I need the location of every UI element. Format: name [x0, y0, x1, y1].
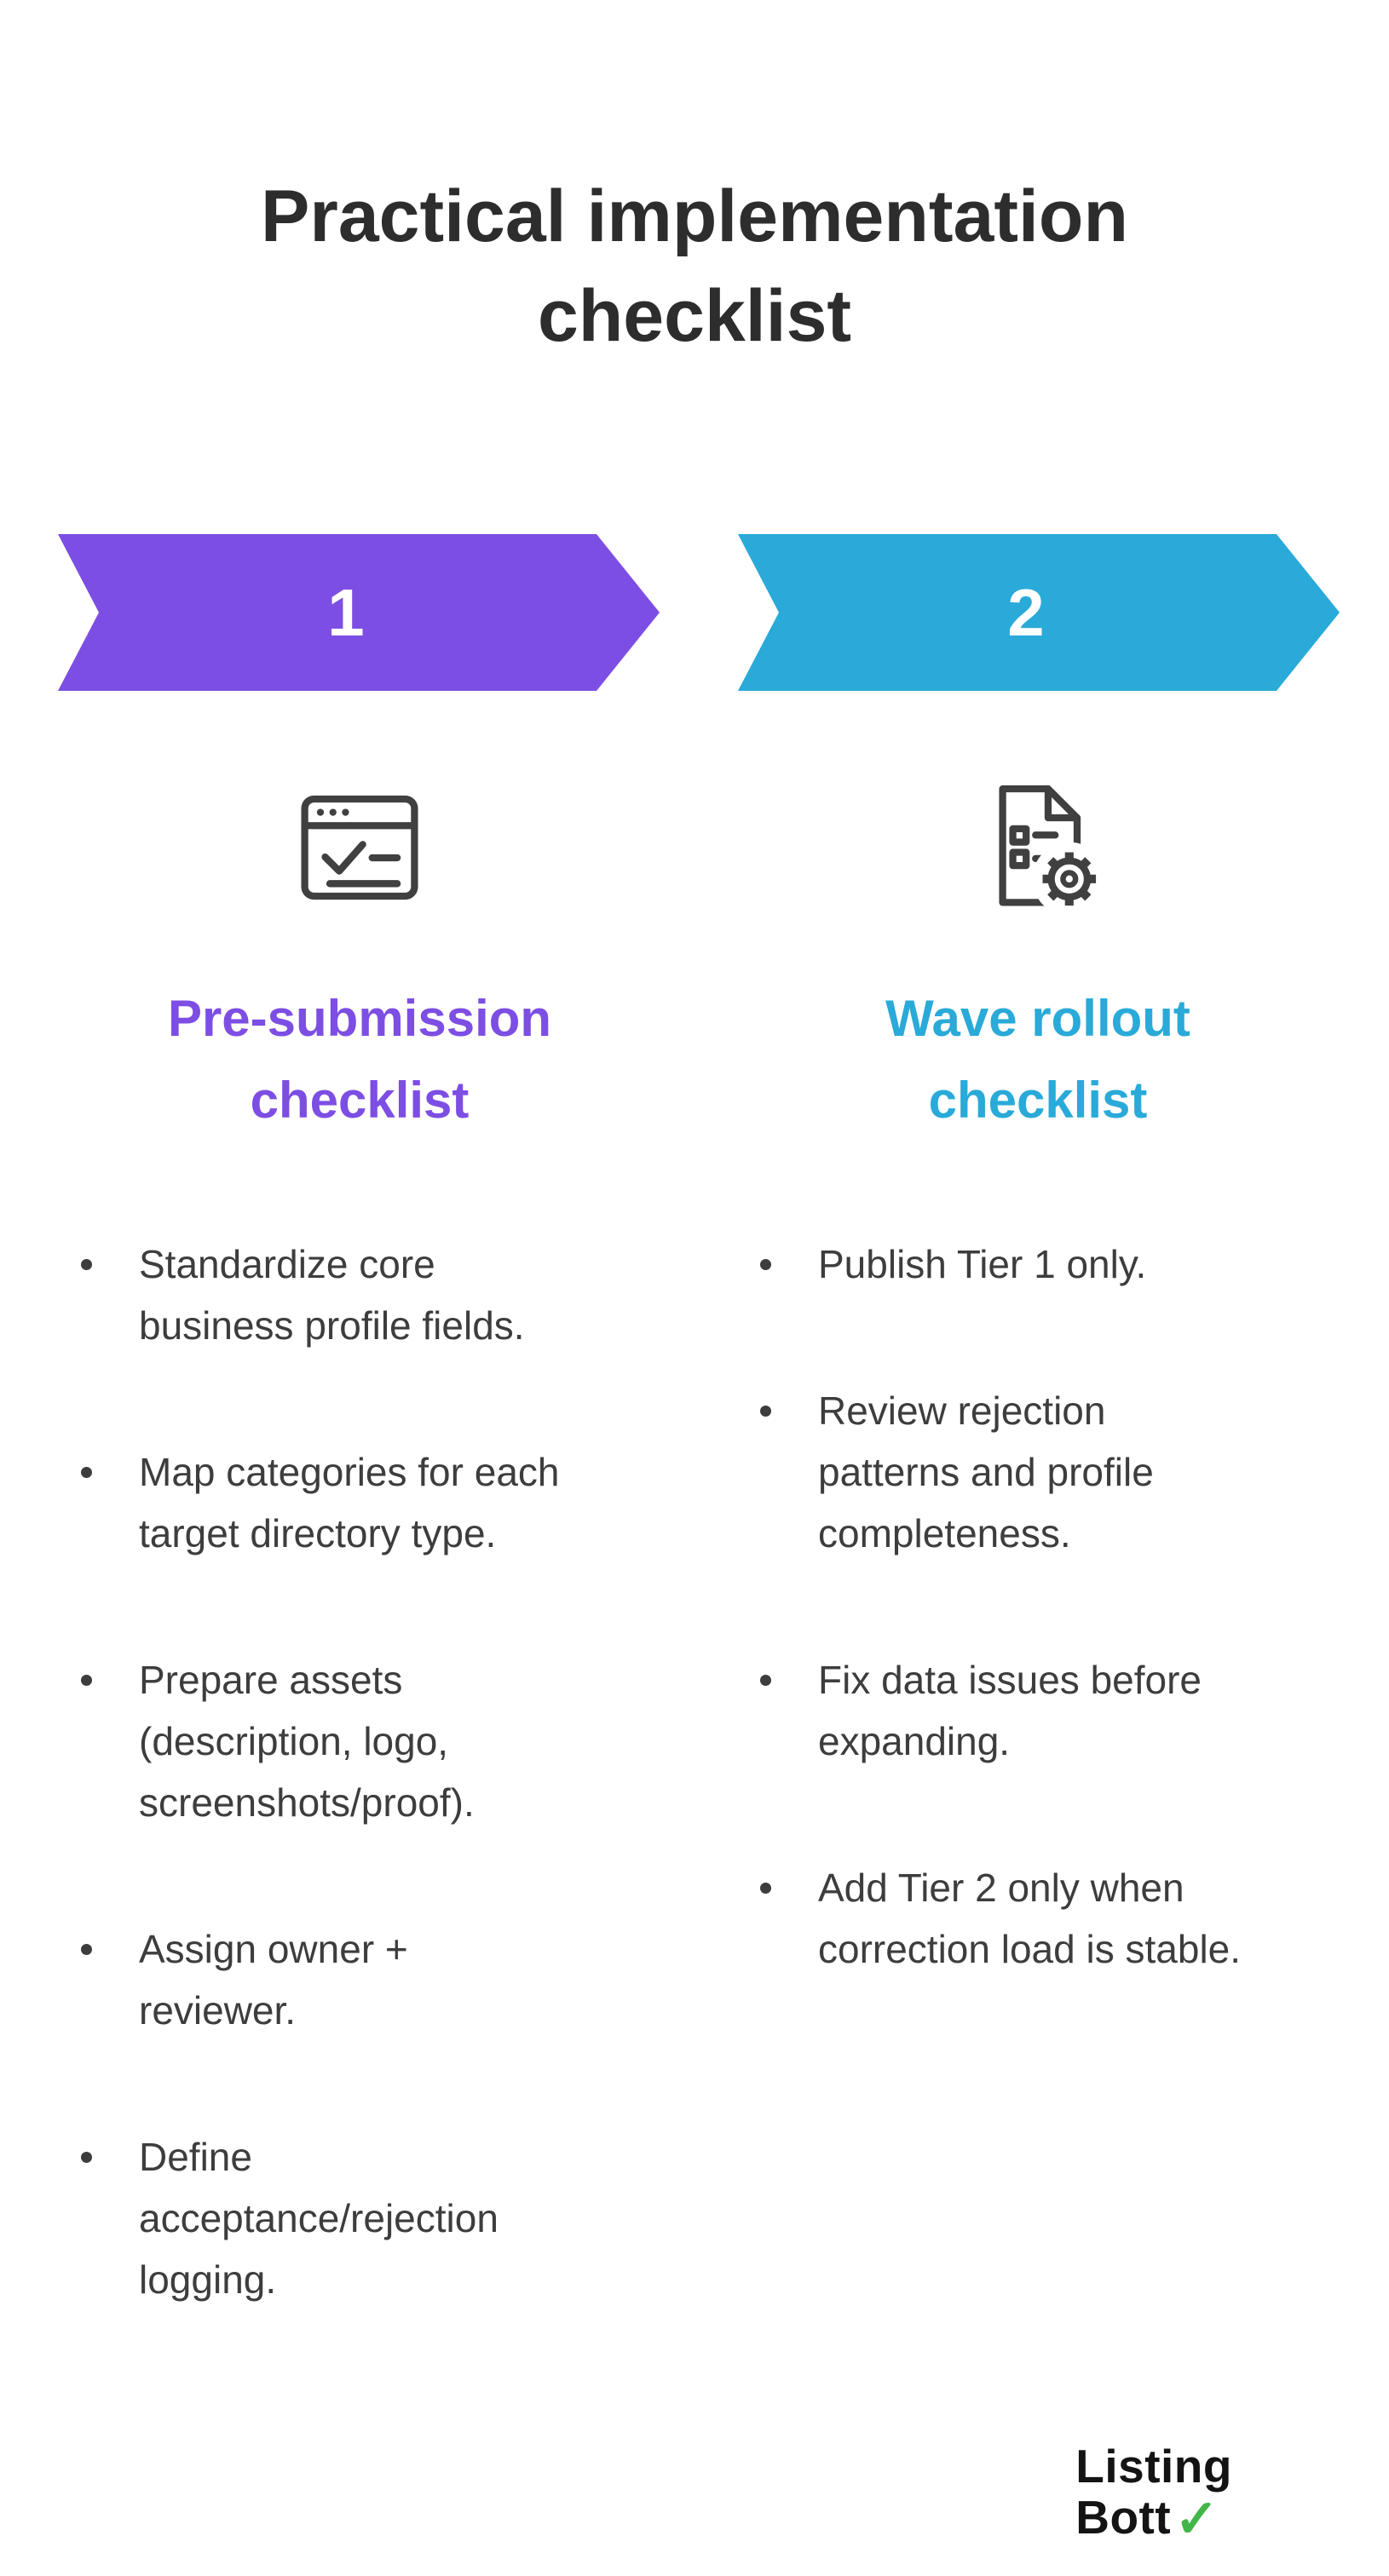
presubmission-list: Standardize core business profile fields…	[81, 1233, 562, 2395]
list-item: Assign owner + reviewer.	[81, 1918, 562, 2041]
bullet-dot	[760, 1675, 771, 1686]
list-item: Review rejection patterns and profile co…	[760, 1380, 1242, 1564]
browser-checklist-icon	[281, 769, 438, 926]
step-number-2: 2	[1007, 574, 1045, 650]
listingbott-logo: Listing Bott ✓	[1075, 2440, 1232, 2550]
list-item-text: Define acceptance/rejection logging.	[139, 2135, 499, 2302]
list-item: Standardize core business profile fields…	[81, 1233, 562, 1356]
list-item-text: Assign owner + reviewer.	[139, 1927, 408, 2033]
list-item: Define acceptance/rejection logging.	[81, 2126, 562, 2310]
wave-rollout-list: Publish Tier 1 only. Review rejection pa…	[760, 1233, 1242, 2065]
bullet-dot	[760, 1883, 771, 1894]
list-item: Prepare assets (description, logo, scree…	[81, 1649, 562, 1833]
document-gear-icon	[960, 769, 1116, 926]
bullet-dot	[81, 1675, 92, 1686]
step-number-1: 1	[327, 574, 365, 650]
column-heading-presubmission: Pre-submission checklist	[167, 990, 552, 1129]
logo-line1: Listing	[1075, 2440, 1232, 2493]
list-item: Map categories for each target directory…	[81, 1441, 562, 1564]
green-check-icon: ✓	[1174, 2490, 1219, 2550]
list-item-text: Prepare assets (description, logo, scree…	[139, 1658, 475, 1825]
list-item-text: Add Tier 2 only when correction load is …	[818, 1866, 1242, 1971]
list-item-text: Publish Tier 1 only.	[818, 1242, 1147, 1286]
bullet-dot	[81, 1944, 92, 1955]
list-item: Publish Tier 1 only.	[760, 1233, 1242, 1295]
column-heading-wave-rollout: Wave rollout checklist	[885, 990, 1190, 1129]
list-item-text: Review rejection patterns and profile co…	[818, 1389, 1154, 1555]
bullet-dot	[760, 1406, 771, 1417]
bullet-dot	[81, 2152, 92, 2163]
bullet-dot	[760, 1259, 771, 1270]
list-item-text: Standardize core business profile fields…	[139, 1242, 525, 1348]
page-title: Practical implementation checklist	[261, 175, 1128, 357]
logo-line2: Bott	[1075, 2491, 1172, 2544]
list-item-text: Fix data issues before expanding.	[818, 1658, 1202, 1763]
list-item-text: Map categories for each target directory…	[139, 1450, 560, 1555]
step-arrow-2: 2	[738, 534, 1340, 691]
list-item: Add Tier 2 only when correction load is …	[760, 1857, 1242, 1980]
bullet-dot	[81, 1467, 92, 1478]
step-arrow-1: 1	[58, 534, 660, 691]
bullet-dot	[81, 1259, 92, 1270]
list-item: Fix data issues before expanding.	[760, 1649, 1242, 1772]
